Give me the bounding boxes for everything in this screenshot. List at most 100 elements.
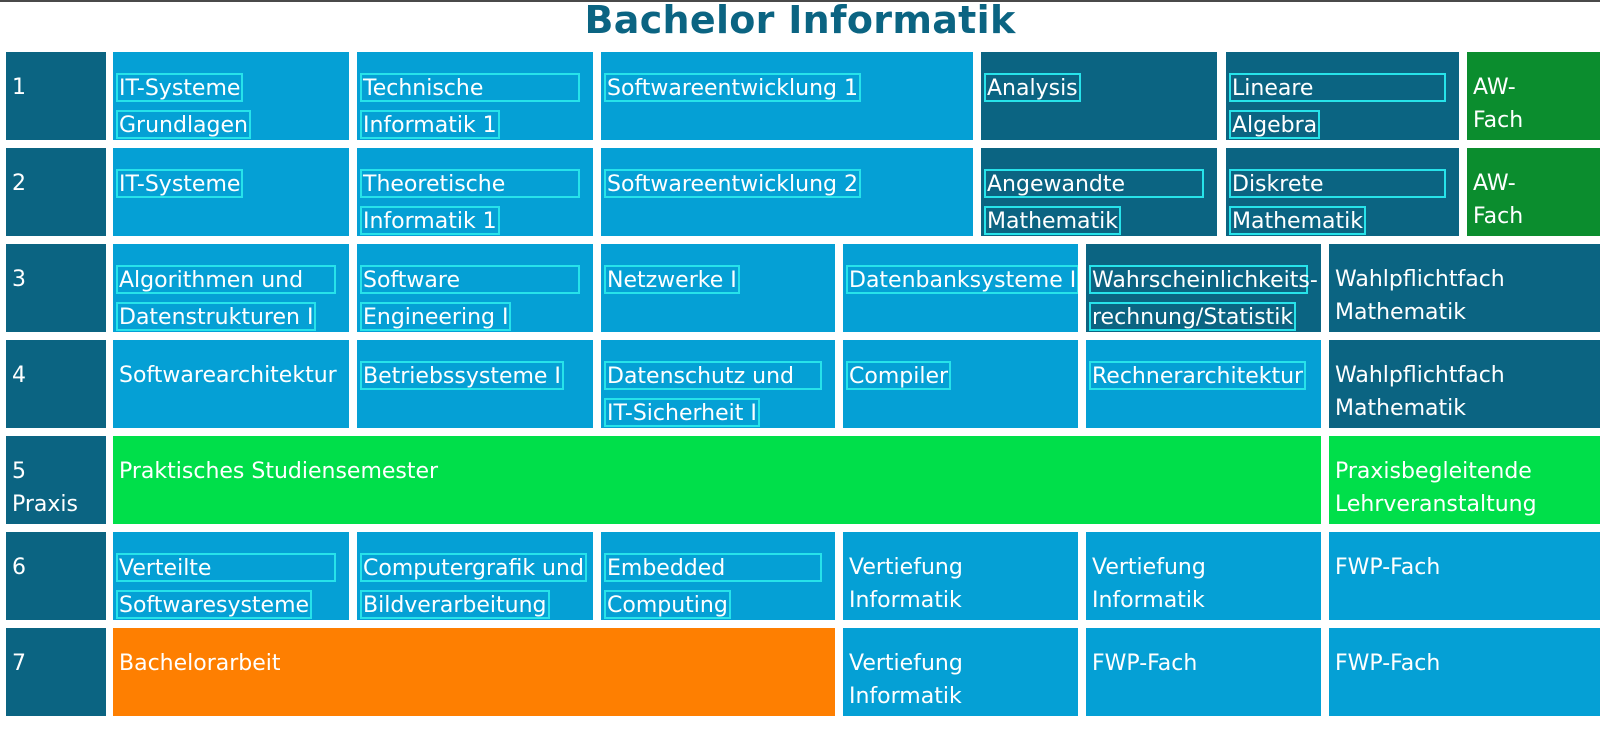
cell-line: FWP-Fach [1335,551,1600,584]
module-aw-fach: AW-Fach [1467,52,1600,140]
cell-text: Informatik 1 [360,110,500,139]
cell-text: Rechnerarchitektur [1089,361,1307,390]
module-softwarearchitektur: Softwarearchitektur [113,340,349,428]
page-title: Bachelor Informatik [584,0,1016,42]
cell-text: Informatik [849,684,962,709]
cell-text: Softwarearchitektur [119,363,337,388]
cell-line: Softwareentwicklung 2 [604,168,973,201]
cell-line: Bachelorarbeit [119,647,835,680]
cell-line: Lehrveranstaltung [1335,488,1600,521]
cell-text: Algebra [1229,110,1321,139]
cell-line: 1 [12,71,106,104]
cell-text: 6 [12,555,26,580]
cell-line: Mathematik [1335,392,1600,425]
module-netzwerke-i: Netzwerke I [601,244,835,332]
cell-text: Netzwerke I [604,265,740,294]
cell-line: FWP-Fach [1092,647,1321,680]
module-fwp-fach: FWP-Fach [1329,628,1600,716]
cell-line: Praxisbegleitende [1335,455,1600,488]
cell-line: Softwarearchitektur [119,359,349,392]
cell-text: FWP-Fach [1092,651,1198,676]
cell-line: Datenbanksysteme I [846,264,1078,297]
cell-line: Engineering I [360,301,593,332]
cell-line: Lineare [1229,72,1459,105]
cell-text: Wahlpflichtfach [1335,267,1505,292]
cell-text: Informatik 1 [360,206,500,235]
cell-line: IT-Systeme [116,72,349,105]
cell-text: Softwareentwicklung 1 [604,73,861,102]
cell-line: Netzwerke I [604,264,835,297]
cell-text: Algorithmen und [116,265,336,294]
cell-text: Lehrveranstaltung [1335,492,1537,517]
semester-label: 4 [6,340,106,428]
cell-text: Fach [1473,204,1524,229]
cell-text: Computergrafik und [360,553,587,582]
cell-line: Rechnerarchitektur [1089,360,1321,393]
module-datenbanksysteme-i: Datenbanksysteme I [843,244,1078,332]
module-softwareentwicklung-2: Softwareentwicklung 2 [601,148,973,236]
cell-line: 5 [12,455,106,488]
cell-text: 7 [12,651,26,676]
cell-text: AW- [1473,171,1516,196]
cell-line: Diskrete [1229,168,1459,201]
cell-line: Informatik [1092,584,1321,617]
cell-line: 2 [12,167,106,200]
semester-label: 6 [6,532,106,620]
module-aw-fach: AW- Fach [1467,148,1600,236]
cell-text: Bildverarbeitung [360,590,550,619]
cell-text: Mathematik [1335,396,1466,421]
module-softwareentwicklung-1: Softwareentwicklung 1 [601,52,973,140]
cell-text: Diskrete [1229,169,1446,198]
cell-text: AW- [1473,75,1516,100]
cell-text: Lineare [1229,73,1446,102]
cell-text: Verteilte [116,553,336,582]
module-it-systeme: IT-Systeme [113,148,349,236]
cell-line: Computergrafik und [360,552,593,585]
cell-text: Compiler [846,361,952,390]
semester-label: 2 [6,148,106,236]
module-analysis: Analysis [981,52,1217,140]
cell-text: Wahlpflichtfach [1335,363,1505,388]
cell-line: 6 [12,551,106,584]
cell-line: Mathematik [984,205,1217,236]
cell-line: Datenschutz und [604,360,835,393]
cell-text: Technische [360,73,580,102]
cell-line: Praxis [12,488,106,521]
cell-line: Praktisches Studiensemester [119,455,1321,488]
module-bachelorarbeit: Bachelorarbeit [113,628,835,716]
cell-text: Softwaresysteme [116,590,313,619]
cell-line: Angewandte [984,168,1217,201]
cell-line: Betriebssysteme I [360,360,593,393]
cell-text: Engineering I [360,302,512,331]
module-betriebssysteme-i: Betriebssysteme I [357,340,593,428]
cell-text: 4 [12,363,26,388]
cell-text: 1 [12,75,26,100]
cell-line: Vertiefung [849,551,1078,584]
cell-text: Praxis [12,492,78,517]
cell-text: Softwareentwicklung 2 [604,169,861,198]
module-compiler: Compiler [843,340,1078,428]
cell-text: Praktisches Studiensemester [119,459,439,484]
cell-line: Verteilte [116,552,349,585]
cell-line: IT-Sicherheit I [604,397,835,428]
cell-text: 2 [12,171,26,196]
cell-line: 7 [12,647,106,680]
cell-line: Softwaresysteme [116,589,349,620]
cell-line: Informatik 1 [360,205,593,236]
semester-label: 3 [6,244,106,332]
cell-line: Compiler [846,360,1078,393]
cell-text: Informatik [849,588,962,613]
cell-line: rechnung/Statistik [1089,301,1321,332]
cell-line: Bildverarbeitung [360,589,593,620]
